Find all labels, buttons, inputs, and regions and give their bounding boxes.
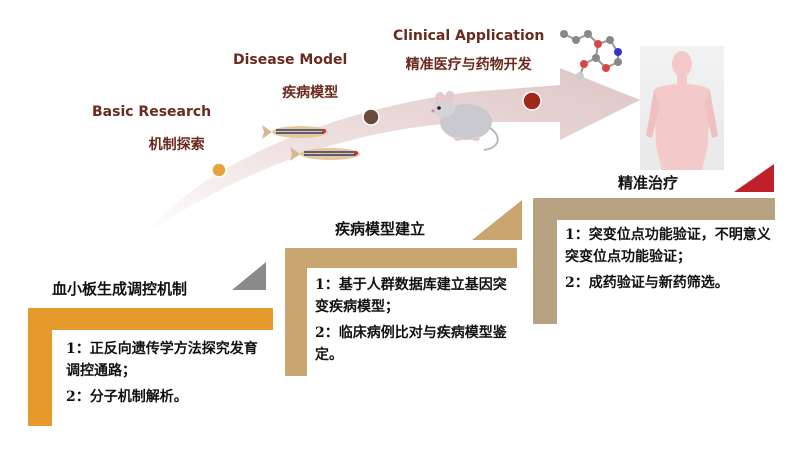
- step-1-corner-triangle: [232, 262, 266, 290]
- step-3-item-2: 2：成药验证与新药筛选。: [565, 275, 729, 291]
- human-body-icon: [640, 46, 724, 170]
- step-1-content: 1：正反向遗传学方法探究发育调控通路； 2：分子机制解析。: [52, 330, 273, 426]
- step-2-panel: 1：基于人群数据库建立基因突变疾病模型； 2：临床病例比对与疾病模型鉴定。: [285, 248, 517, 376]
- step-3-corner-triangle: [734, 164, 774, 192]
- stage-basic-cn: 机制探索: [148, 137, 205, 153]
- stage-dot-clinical: [522, 91, 542, 111]
- step-2-title: 疾病模型建立: [335, 218, 425, 239]
- step-3-panel: 1：突变位点功能验证，不明意义突变位点功能验证； 2：成药验证与新药筛选。: [533, 198, 775, 324]
- step-3-content: 1：突变位点功能验证，不明意义突变位点功能验证； 2：成药验证与新药筛选。: [557, 220, 775, 324]
- step-2-content: 1：基于人群数据库建立基因突变疾病模型； 2：临床病例比对与疾病模型鉴定。: [307, 268, 517, 376]
- step-1-title-text: 血小板生成调控机制: [52, 280, 188, 298]
- step-1-panel: 1：正反向遗传学方法探究发育调控通路； 2：分子机制解析。: [28, 308, 273, 426]
- stage-clinical-cn: 精准医疗与药物开发: [405, 57, 532, 73]
- step-2-title-text: 疾病模型建立: [335, 220, 426, 238]
- stage-dot-basic: [211, 162, 227, 178]
- mouse-icon: [431, 91, 499, 151]
- step-2-item-2: 2：临床病例比对与疾病模型鉴定。: [315, 325, 507, 363]
- stage-disease-cn: 疾病模型: [282, 85, 339, 101]
- stage-basic-en: Basic Research: [92, 104, 212, 120]
- molecule-icon: [560, 30, 622, 80]
- zebrafish-icon: [262, 125, 360, 161]
- stage-disease-en: Disease Model: [233, 52, 348, 68]
- stage-clinical: Clinical Application 精准医疗与药物开发: [393, 28, 544, 74]
- stage-dot-model: [362, 108, 380, 126]
- step-2-item-1: 1：基于人群数据库建立基因突变疾病模型；: [315, 277, 507, 315]
- step-3-title-text: 精准治疗: [618, 174, 679, 192]
- stage-clinical-en: Clinical Application: [393, 28, 545, 44]
- step-3-item-1: 1：突变位点功能验证，不明意义突变位点功能验证；: [565, 227, 771, 265]
- step-1-title: 血小板生成调控机制: [52, 278, 187, 299]
- step-1-item-2: 2：分子机制解析。: [66, 389, 188, 405]
- stage-basic-research: Basic Research 机制探索: [92, 104, 211, 154]
- step-2-corner-triangle: [472, 200, 522, 240]
- step-1-item-1: 1：正反向遗传学方法探究发育调控通路；: [66, 341, 258, 379]
- step-3-title: 精准治疗: [618, 172, 678, 193]
- stage-disease-model: Disease Model 疾病模型: [233, 52, 347, 102]
